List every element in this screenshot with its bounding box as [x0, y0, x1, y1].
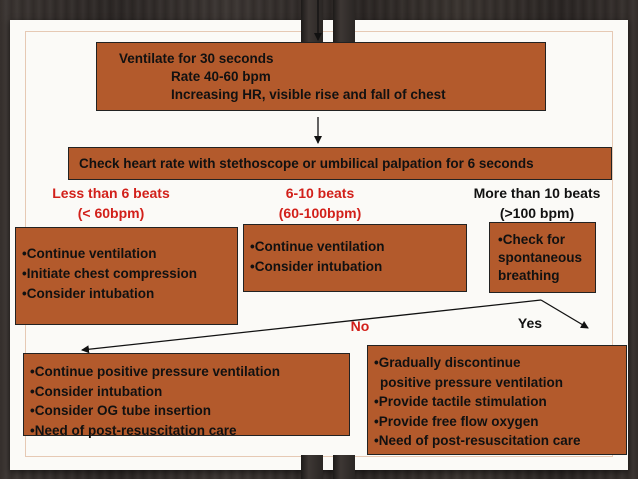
- no-label: No: [350, 318, 370, 334]
- branch-low-line-2: (< 60bpm): [77, 205, 145, 221]
- no-item: •Consider OG tube insertion: [30, 403, 211, 418]
- yes-breathing-box: •Gradually discontinue positive pressure…: [367, 345, 627, 455]
- check-heart-rate-box: Check heart rate with stethoscope or umb…: [68, 147, 612, 180]
- yes-label: Yes: [517, 315, 543, 331]
- ventilate-line-2: Rate 40-60 bpm: [171, 69, 271, 84]
- branch-label-low: Less than 6 beats (< 60bpm): [36, 183, 186, 223]
- ventilate-line-3: Increasing HR, visible rise and fall of …: [171, 87, 446, 102]
- arrow-no: [81, 299, 542, 354]
- ventilate-box: Ventilate for 30 seconds Rate 40-60 bpm …: [96, 42, 546, 111]
- yes-item: •Need of post-resuscitation care: [374, 433, 581, 448]
- no-item: •Continue positive pressure ventilation: [30, 364, 281, 379]
- low-hr-item: •Consider intubation: [22, 286, 155, 301]
- branch-low-line-1: Less than 6 beats: [52, 185, 170, 201]
- low-hr-item: •Continue ventilation: [22, 246, 157, 261]
- ventilate-line-1: Ventilate for 30 seconds: [119, 51, 274, 66]
- no-item: •Consider intubation: [30, 383, 163, 399]
- post-overlap-right: [333, 0, 355, 42]
- branch-label-mid: 6-10 beats (60-100bpm): [245, 183, 395, 223]
- low-hr-item: •Initiate chest compression: [22, 266, 198, 281]
- mid-hr-item: •Consider intubation: [250, 259, 383, 274]
- post-bottom-right: [333, 455, 355, 479]
- mid-hr-box: •Continue ventilation •Consider intubati…: [243, 224, 467, 292]
- yes-item: •Provide free flow oxygen: [374, 413, 539, 429]
- high-hr-line: •Check for: [498, 232, 565, 247]
- no-breathing-box: •Continue positive pressure ventilation …: [23, 353, 350, 438]
- yes-item: positive pressure ventilation: [380, 374, 564, 390]
- no-item: •Need of post-resuscitation care: [30, 422, 237, 438]
- post-bottom-left: [301, 455, 323, 479]
- branch-high-line-1: More than 10 beats: [473, 185, 601, 201]
- high-hr-line: breathing: [498, 268, 560, 283]
- branch-label-high: More than 10 beats (>100 bpm): [462, 183, 612, 223]
- mid-hr-item: •Continue ventilation: [250, 239, 385, 254]
- branch-mid-line-1: 6-10 beats: [285, 185, 355, 201]
- high-hr-box: •Check for spontaneous breathing: [489, 222, 596, 293]
- branch-high-line-2: (>100 bpm): [499, 205, 575, 221]
- branch-mid-line-2: (60-100bpm): [278, 205, 362, 221]
- high-hr-line: spontaneous: [498, 250, 583, 265]
- yes-item: •Provide tactile stimulation: [374, 394, 547, 409]
- low-hr-box: •Continue ventilation •Initiate chest co…: [15, 227, 238, 325]
- yes-item: •Gradually discontinue: [374, 355, 521, 370]
- arrow-yes: [540, 299, 589, 329]
